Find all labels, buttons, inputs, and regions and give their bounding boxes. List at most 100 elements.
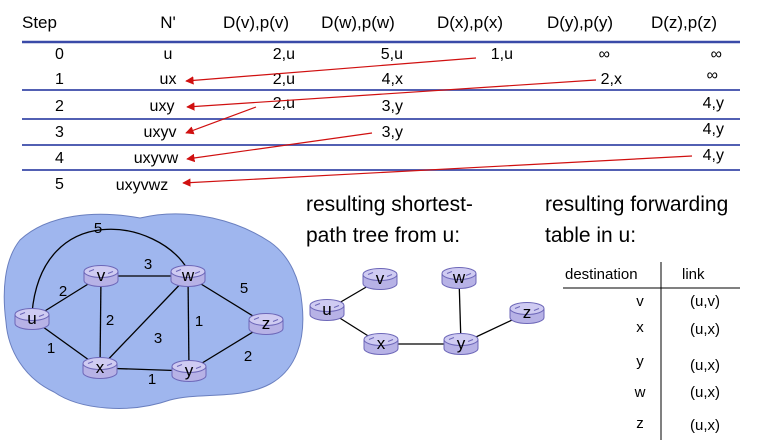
selection-arrow	[185, 57, 477, 85]
table-row: 3 uxyv 3,y 4,y	[55, 121, 724, 141]
table-row: y (u,x)	[636, 353, 720, 374]
link-cost: 5	[94, 220, 102, 237]
cell-dz: 4,y	[703, 147, 724, 164]
router-label: v	[376, 269, 385, 288]
cell-step: 0	[55, 46, 64, 63]
forwarding-dest: w	[634, 384, 646, 401]
header-dz: D(z),p(z)	[651, 13, 717, 32]
cell-dw: 5,u	[381, 46, 403, 63]
cell-step: 1	[55, 71, 64, 88]
router-label: w	[181, 266, 195, 285]
router-label: x	[96, 358, 105, 377]
cell-nprime: uxyv	[144, 124, 177, 141]
link-cost: 5	[240, 280, 248, 297]
router-label: u	[27, 309, 36, 328]
table-row: x (u,x)	[636, 319, 720, 338]
forwarding-link: (u,v)	[690, 293, 720, 310]
cell-step: 3	[55, 124, 64, 141]
shortest-path-tree: resulting shortest- path tree from u: u v…	[306, 193, 545, 355]
tree-router-y: y	[443, 333, 479, 355]
header-dv: D(v),p(v)	[223, 13, 289, 32]
link-cost: 1	[47, 340, 55, 357]
table-row: v (u,v)	[636, 293, 720, 310]
router-label: y	[457, 334, 466, 353]
cell-dy: ∞	[599, 46, 610, 63]
tree-router-u: u	[309, 299, 345, 321]
header-dy: D(y),p(y)	[547, 13, 613, 32]
forwarding-table: resulting forwarding table in u: destina…	[545, 193, 740, 440]
column-header-link: link	[682, 266, 705, 283]
router-label: z	[262, 314, 271, 333]
graph-nodes: u v w x y z	[14, 265, 284, 382]
table-row: 0 u 2,u 5,u 1,u ∞ ∞	[55, 46, 722, 63]
cell-dv: 2,u	[273, 71, 295, 88]
router-label: y	[185, 361, 194, 380]
cell-dz: ∞	[711, 46, 722, 63]
header-dw: D(w),p(w)	[321, 13, 395, 32]
table-rules	[22, 40, 740, 171]
link-cost: 1	[195, 313, 203, 330]
tree-link-y-w	[458, 277, 462, 345]
router-z: z	[248, 313, 284, 335]
forwarding-link: (u,x)	[690, 417, 720, 434]
cell-dw: 3,y	[382, 98, 403, 115]
router-label: x	[377, 334, 386, 353]
table-header: Step N' D(v),p(v) D(w),p(w) D(x),p(x) D(…	[22, 13, 717, 32]
tree-title-line2: path tree from u:	[306, 224, 460, 247]
router-label: v	[97, 266, 106, 285]
table-row: 2 uxy 2,u 3,y 4,y	[55, 95, 724, 115]
header-dx: D(x),p(x)	[437, 13, 503, 32]
forwarding-dest: z	[636, 415, 644, 432]
selection-arrow	[182, 155, 693, 187]
link-cost: 1	[148, 371, 156, 388]
forwarding-dest: x	[636, 319, 644, 336]
cell-dw: 4,x	[382, 71, 403, 88]
cell-dx: 1,u	[491, 46, 513, 63]
selection-arrows	[182, 57, 693, 187]
table-row: z (u,x)	[636, 415, 720, 434]
forwarding-link: (u,x)	[690, 384, 720, 401]
cell-dz: 4,y	[703, 121, 724, 138]
table-row: 4 uxyvw 4,y	[55, 147, 724, 167]
cell-nprime: uxyvw	[134, 150, 179, 167]
tree-edges	[326, 277, 528, 345]
cell-dv: 2,u	[273, 95, 295, 112]
selection-arrow	[186, 132, 373, 163]
link-cost: 2	[106, 312, 114, 329]
cell-nprime: u	[164, 46, 173, 63]
link-cost: 2	[59, 283, 67, 300]
forwarding-title-line1: resulting forwarding	[545, 193, 728, 216]
link-u-w	[31, 228, 189, 314]
cell-step: 4	[55, 150, 64, 167]
forwarding-title-line2: table in u:	[545, 224, 636, 247]
link-cost: 3	[154, 330, 162, 347]
cell-dz: ∞	[707, 67, 718, 84]
link-w-y	[187, 275, 190, 372]
tree-title-line1: resulting shortest-	[306, 193, 473, 216]
router-u: u	[14, 308, 50, 330]
tree-router-z: z	[509, 302, 545, 324]
cell-dy: 2,x	[601, 71, 622, 88]
cell-dz: 4,y	[703, 95, 724, 112]
table-row: 1 ux 2,u 4,x 2,x ∞	[55, 67, 718, 88]
header-step: Step	[22, 13, 57, 32]
cell-step: 5	[55, 176, 64, 193]
forwarding-dest: v	[636, 293, 644, 310]
tree-router-v: v	[362, 268, 398, 290]
forwarding-link: (u,x)	[690, 357, 720, 374]
cell-dw: 3,y	[382, 124, 403, 141]
cell-nprime: uxyvwz	[116, 177, 168, 194]
cell-nprime: ux	[160, 71, 177, 88]
router-w: w	[170, 265, 206, 287]
header-nprime: N'	[160, 13, 176, 32]
link-w-x	[99, 275, 189, 369]
router-label: z	[523, 303, 532, 322]
column-header-destination: destination	[565, 266, 638, 283]
tree-nodes: u v w x y z	[309, 267, 545, 355]
tree-router-w: w	[441, 267, 477, 289]
selection-arrow	[186, 79, 597, 111]
table-row: w (u,x)	[634, 384, 720, 401]
